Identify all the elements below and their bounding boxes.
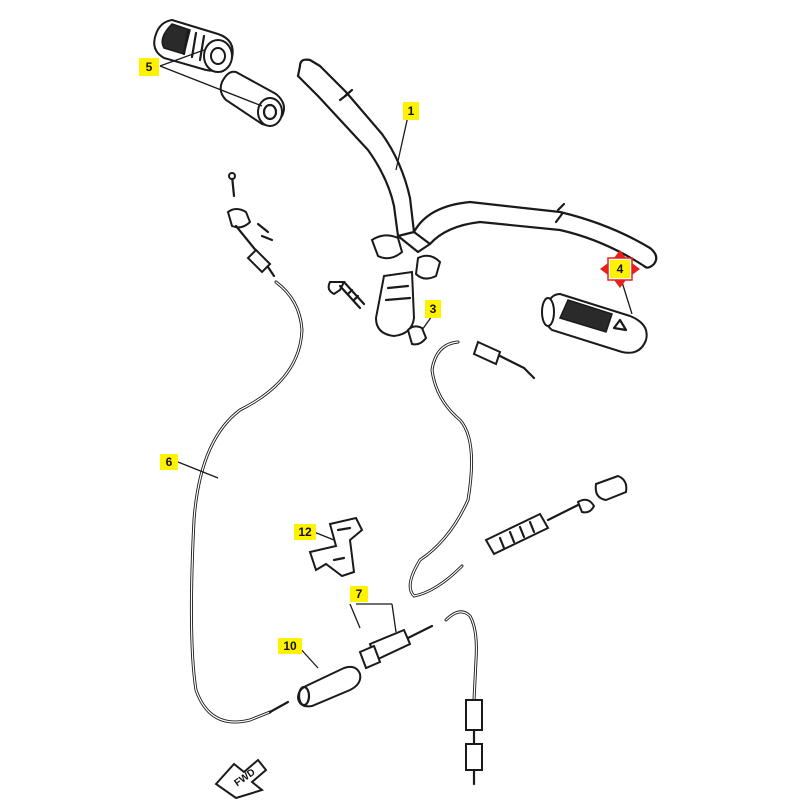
callout-12[interactable]: 12 — [294, 524, 316, 540]
callout-3[interactable]: 3 — [425, 300, 441, 318]
handlebar-clamp-upper[interactable] — [370, 234, 442, 280]
callout-7[interactable]: 7 — [350, 586, 368, 602]
callout-4-text: 4 — [617, 262, 624, 276]
lower-cable-part[interactable] — [444, 610, 483, 786]
forward-arrow-icon: FWD — [214, 758, 268, 800]
bracket-part[interactable] — [308, 516, 364, 578]
callout-7-text: 7 — [356, 587, 363, 601]
callout-10[interactable]: 10 — [278, 638, 302, 654]
cable-adjuster-part[interactable] — [358, 624, 434, 670]
throttle-grip-part[interactable] — [153, 18, 234, 73]
callout-3-text: 3 — [430, 302, 437, 316]
grip-sleeve-part[interactable] — [219, 70, 285, 127]
handlebar-holder-part[interactable] — [374, 270, 416, 338]
holder-bolt-part[interactable] — [327, 280, 366, 310]
callout-6[interactable]: 6 — [160, 454, 178, 470]
right-grip-part[interactable] — [541, 292, 648, 354]
leader-lines — [159, 49, 633, 669]
callout-1-text: 1 — [408, 104, 415, 118]
callout-5-text: 5 — [146, 60, 153, 74]
clutch-cable-part[interactable] — [408, 340, 628, 598]
cable-tube-part[interactable] — [296, 665, 362, 708]
callout-6-text: 6 — [166, 455, 173, 469]
throttle-cable-part[interactable] — [189, 172, 304, 724]
move-arrows-icon[interactable] — [600, 250, 640, 288]
callout-1[interactable]: 1 — [403, 102, 419, 120]
nut-part[interactable] — [406, 325, 428, 346]
callout-10-text: 10 — [283, 639, 297, 653]
handlebar-part[interactable] — [296, 58, 658, 269]
callout-12-text: 12 — [298, 525, 312, 539]
callout-5[interactable]: 5 — [139, 58, 159, 76]
callout-4[interactable]: 4 — [610, 260, 630, 278]
